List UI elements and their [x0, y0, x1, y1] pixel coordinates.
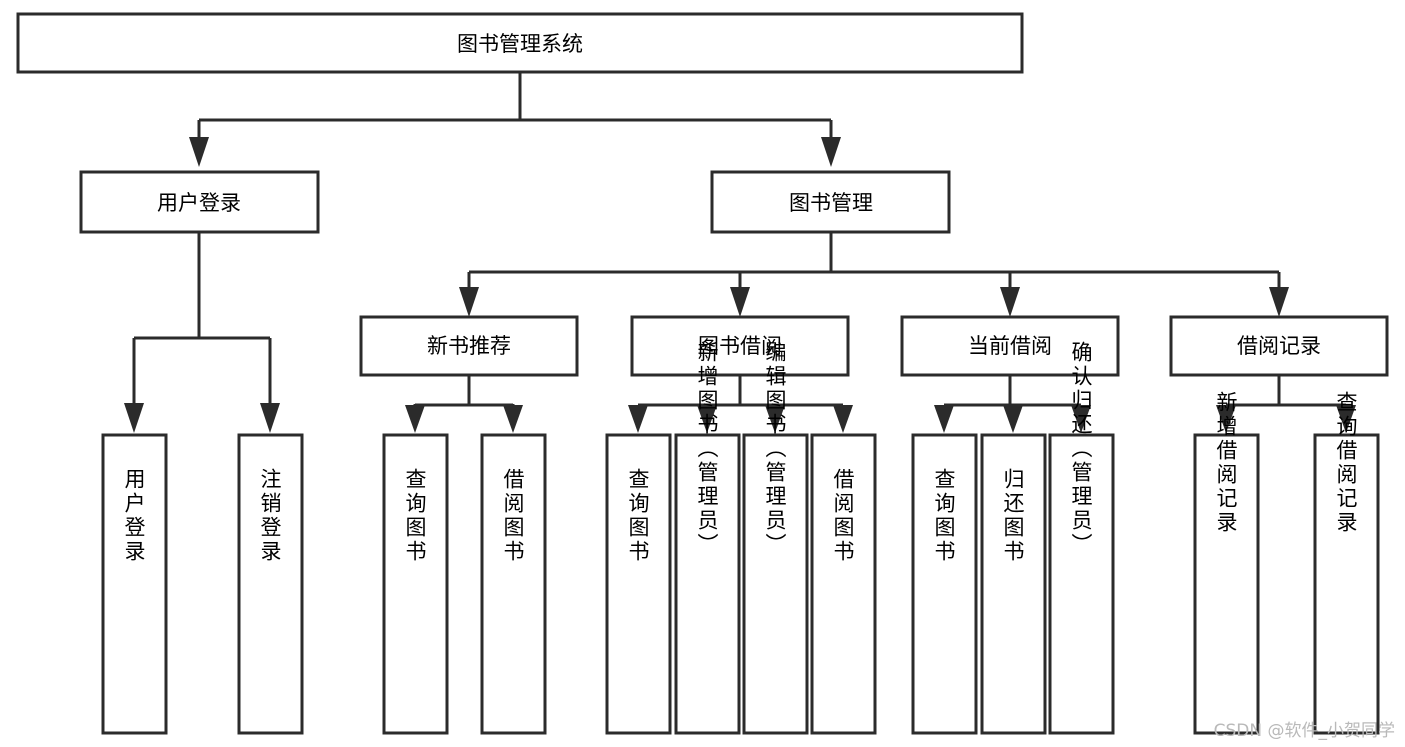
leaf-current-borrow-2-label: 归还图书 [1001, 468, 1025, 564]
leaf-book-borrow-2-box [674, 433, 741, 735]
arrowhead-bookborrow-c2 [697, 405, 717, 433]
leaf-book-borrow-1-label: 查询图书 [626, 468, 650, 564]
arrowhead-userlogin-child1 [124, 403, 144, 433]
arrowhead-bookborrow-c1 [628, 405, 648, 433]
leaf-borrow-records-1-label: 新增借阅记录 [1214, 391, 1238, 535]
leaf-new-book-2-box [480, 433, 547, 735]
connector-group-bookmgmt [459, 233, 1289, 317]
node-book-management[interactable]: 图书管理 [710, 170, 951, 234]
leaf-book-borrow-4-label: 借阅图书 [831, 468, 855, 564]
leaf-borrow-records-2-box [1313, 433, 1380, 735]
arrowhead-currentborrow-c1 [934, 405, 954, 433]
leaf-user-login-2[interactable]: 注销登录 [237, 433, 304, 735]
leaf-current-borrow-3-label: 确认归还（管理员） [1069, 341, 1093, 557]
leaf-borrow-records-1[interactable]: 新增借阅记录 [1193, 391, 1260, 735]
leaf-new-book-1-label: 查询图书 [403, 468, 427, 564]
leaf-user-login-1[interactable]: 用户登录 [101, 433, 168, 735]
leaf-current-borrow-1-label: 查询图书 [932, 468, 956, 564]
arrowhead-bookborrow-c4 [833, 405, 853, 433]
leaf-book-borrow-2[interactable]: 新增图书（管理员） [674, 341, 741, 735]
node-borrow-records-box [1169, 315, 1389, 377]
arrowhead-userlogin-child2 [260, 403, 280, 433]
connector-group-bookborrow [628, 375, 853, 433]
node-current-borrow[interactable]: 当前借阅 [900, 315, 1120, 377]
leaf-user-login-2-box [237, 433, 304, 735]
leaf-user-login-2-label: 注销登录 [258, 468, 282, 564]
node-book-borrow-label: 图书借阅 [698, 334, 782, 358]
node-book-borrow[interactable]: 图书借阅 [630, 315, 850, 377]
leaf-new-book-2[interactable]: 借阅图书 [480, 433, 547, 735]
leaf-book-borrow-1[interactable]: 查询图书 [605, 433, 672, 735]
arrowhead-borrowrecords-c2 [1336, 405, 1356, 433]
node-user-login[interactable]: 用户登录 [79, 170, 320, 234]
arrowhead-currentborrow-c2 [1003, 405, 1023, 433]
leaf-user-login-1-label: 用户登录 [122, 468, 146, 564]
arrowhead-bookmgmt-c2 [730, 287, 750, 317]
arrowhead-bookborrow-c3 [765, 405, 785, 433]
connector-group-currentborrow [934, 375, 1091, 433]
leaf-current-borrow-3-box [1048, 433, 1115, 735]
node-book-borrow-box [630, 315, 850, 377]
node-book-management-box [710, 170, 951, 234]
leaf-current-borrow-2[interactable]: 归还图书 [980, 433, 1047, 735]
arrowhead-bookmgmt-c3 [1000, 287, 1020, 317]
leaf-book-borrow-2-label: 新增图书（管理员） [695, 341, 719, 557]
arrowhead-root-to-userlogin [189, 137, 209, 167]
node-user-login-label: 用户登录 [157, 191, 241, 215]
leaf-new-book-1-box [382, 433, 449, 735]
connector-group-borrowrecords [1216, 375, 1356, 433]
leaf-new-book-2-label: 借阅图书 [501, 468, 525, 564]
leaf-book-borrow-4-box [810, 433, 877, 735]
leaf-current-borrow-1-box [911, 433, 978, 735]
arrowhead-bookmgmt-c1 [459, 287, 479, 317]
node-borrow-records-label: 借阅记录 [1237, 334, 1321, 358]
node-borrow-records[interactable]: 借阅记录 [1169, 315, 1389, 377]
leaf-current-borrow-1[interactable]: 查询图书 [911, 433, 978, 735]
leaf-book-borrow-4[interactable]: 借阅图书 [810, 433, 877, 735]
arrowhead-newbook-c2 [503, 405, 523, 433]
node-user-login-box [79, 170, 320, 234]
node-root-system[interactable]: 图书管理系统 [16, 12, 1024, 74]
leaf-book-borrow-3[interactable]: 编辑图书（管理员） [742, 341, 809, 735]
arrowhead-newbook-c1 [405, 405, 425, 433]
leaf-current-borrow-2-box [980, 433, 1047, 735]
leaf-borrow-records-2[interactable]: 查询借阅记录 [1313, 391, 1380, 735]
node-root-system-box [16, 12, 1024, 74]
node-current-borrow-label: 当前借阅 [968, 334, 1052, 358]
leaf-borrow-records-1-box [1193, 433, 1260, 735]
node-new-book-recommend-box [359, 315, 579, 377]
arrowhead-root-to-bookmgmt [821, 137, 841, 167]
connector-group-userlogin [124, 233, 280, 433]
connector-group-newbook [405, 375, 523, 433]
node-root-system-label: 图书管理系统 [457, 32, 583, 56]
leaf-book-borrow-3-label: 编辑图书（管理员） [763, 341, 787, 557]
node-current-borrow-box [900, 315, 1120, 377]
leaf-borrow-records-2-label: 查询借阅记录 [1334, 391, 1358, 535]
node-new-book-recommend[interactable]: 新书推荐 [359, 315, 579, 377]
leaf-current-borrow-3[interactable]: 确认归还（管理员） [1048, 341, 1115, 735]
arrowhead-currentborrow-c3 [1071, 405, 1091, 433]
leaf-book-borrow-3-box [742, 433, 809, 735]
leaf-book-borrow-1-box [605, 433, 672, 735]
connector-group-root [189, 72, 841, 167]
leaf-user-login-1-box [101, 433, 168, 735]
arrowhead-bookmgmt-c4 [1269, 287, 1289, 317]
arrowhead-borrowrecords-c1 [1216, 405, 1236, 433]
node-book-management-label: 图书管理 [789, 191, 873, 215]
node-new-book-recommend-label: 新书推荐 [427, 334, 511, 358]
leaf-new-book-1[interactable]: 查询图书 [382, 433, 449, 735]
